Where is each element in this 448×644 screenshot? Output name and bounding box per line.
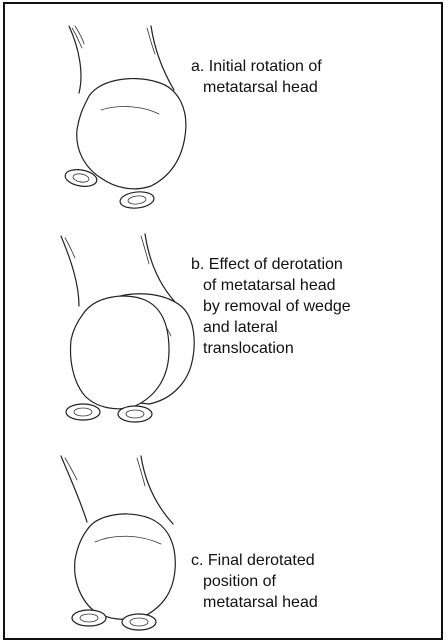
- panel-b: b. Effect of derotation of metatarsal he…: [5, 226, 441, 436]
- caption-b-line-1: b. Effect of derotation: [191, 254, 431, 275]
- caption-b-line-4: and lateral: [191, 317, 431, 338]
- caption-c-line-1: c. Final derotated: [191, 550, 431, 571]
- caption-c-line-2: position of: [191, 571, 431, 592]
- caption-a-line-1: a. Initial rotation of: [191, 56, 431, 77]
- caption-c: c. Final derotated position of metatarsa…: [191, 550, 431, 613]
- caption-b-line-5: translocation: [191, 338, 431, 359]
- metatarsal-head-illustration-b: [39, 226, 209, 436]
- panel-a: a. Initial rotation of metatarsal head: [5, 18, 441, 228]
- panel-c: c. Final derotated position of metatarsa…: [5, 446, 441, 642]
- metatarsal-head-illustration-c: [39, 446, 209, 642]
- caption-a: a. Initial rotation of metatarsal head: [191, 56, 431, 98]
- caption-c-line-3: metatarsal head: [191, 592, 431, 613]
- metatarsal-head-illustration-a: [39, 18, 209, 228]
- caption-b-line-2: of metatarsal head: [191, 275, 431, 296]
- caption-a-line-2: metatarsal head: [191, 77, 431, 98]
- figure-frame: a. Initial rotation of metatarsal head: [3, 2, 443, 640]
- caption-b: b. Effect of derotation of metatarsal he…: [191, 254, 431, 359]
- caption-b-line-3: by removal of wedge: [191, 296, 431, 317]
